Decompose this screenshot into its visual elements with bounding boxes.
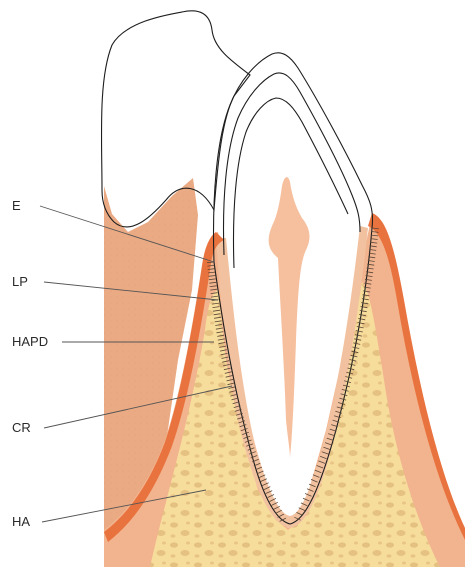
label-hapd: HAPD <box>12 334 48 349</box>
pulp-chamber <box>269 177 310 458</box>
label-e: E <box>12 198 21 213</box>
label-ha: HA <box>12 514 30 529</box>
label-lp: LP <box>12 274 28 289</box>
label-cr: CR <box>12 420 31 435</box>
